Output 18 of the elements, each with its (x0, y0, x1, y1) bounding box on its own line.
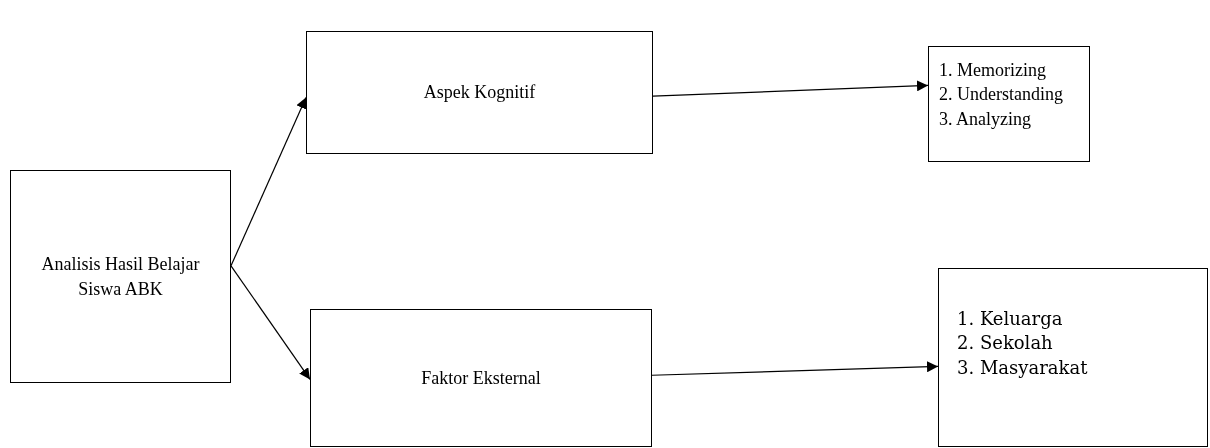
arrow (652, 80, 929, 97)
box-label: Aspek Kognitif (423, 81, 536, 105)
box-label: Analisis Hasil Belajar Siswa ABK (40, 253, 201, 301)
arrow (230, 265, 311, 380)
list-item: 2. Understanding (939, 83, 1063, 107)
box-label: Faktor Eksternal (421, 366, 541, 390)
list-item: 1. Keluarga (957, 307, 1063, 331)
list-item: 1. Memorizing (939, 59, 1046, 82)
arrow (230, 96, 307, 267)
process-box (310, 309, 652, 447)
list-box (928, 46, 1090, 162)
list-item: 3. Masyarakat (957, 355, 1088, 380)
list-item: 2. Sekolah (957, 331, 1053, 356)
arrow (651, 361, 939, 376)
list-item: 3. Analyzing (939, 107, 1031, 131)
process-box (306, 31, 653, 154)
process-box (10, 170, 231, 383)
list-box (938, 268, 1208, 447)
